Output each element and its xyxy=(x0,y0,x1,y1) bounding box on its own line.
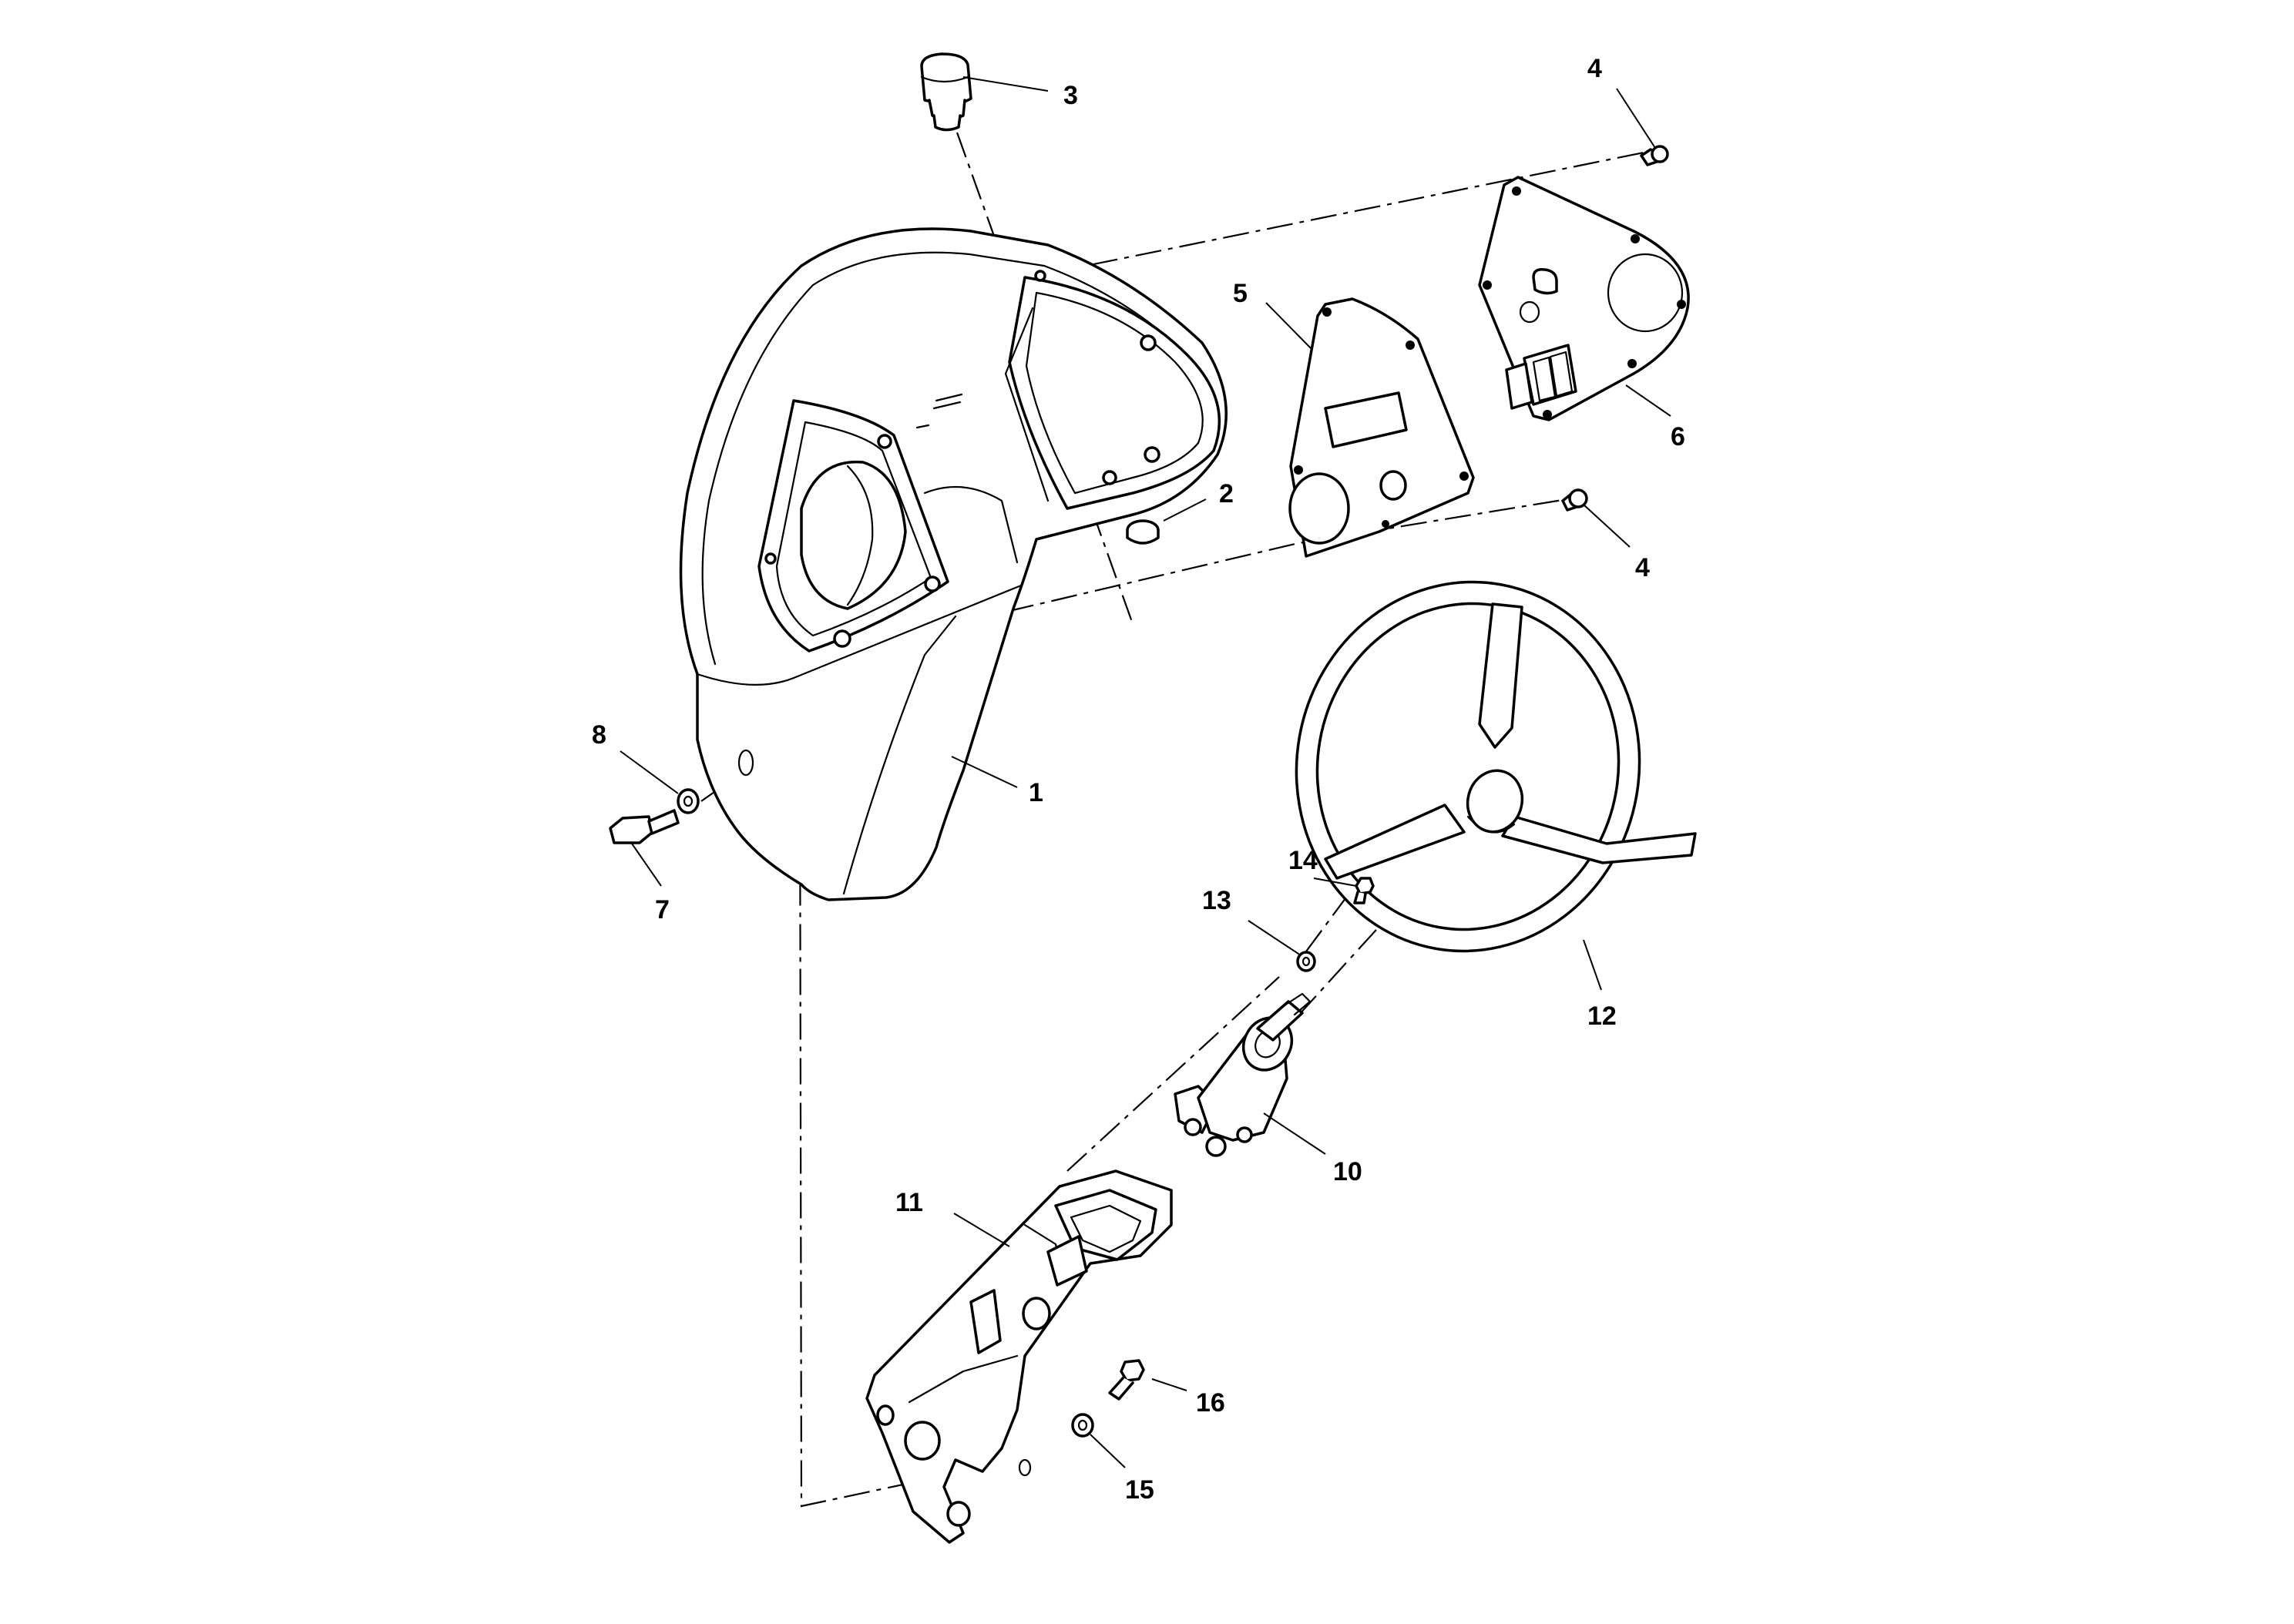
gauge-plate-part-5 xyxy=(1288,297,1475,558)
callout-1: 1 xyxy=(1029,778,1043,807)
washer-part-8 xyxy=(677,788,700,814)
callout-5: 5 xyxy=(1233,279,1248,308)
callout-3: 3 xyxy=(1063,81,1078,110)
callout-6: 6 xyxy=(1671,422,1685,451)
callout-4-top: 4 xyxy=(1587,54,1602,83)
knob-part-3 xyxy=(920,52,972,132)
grommet-part-2 xyxy=(1126,519,1160,545)
bolt-part-16 xyxy=(1108,1359,1145,1401)
callout-8: 8 xyxy=(592,720,606,750)
column-bracket-part-11 xyxy=(865,1169,1173,1544)
callout-7: 7 xyxy=(655,895,670,924)
screw-part-4-top xyxy=(1640,145,1669,166)
switch-panel-part-6 xyxy=(1478,176,1690,421)
callout-labels: 3 4 5 6 2 4 1 8 7 14 13 12 10 11 16 15 xyxy=(592,54,1685,1505)
washer-part-13 xyxy=(1296,951,1316,972)
steering-wheel-part-12 xyxy=(1295,580,1697,953)
steering-column-part-10 xyxy=(1174,992,1312,1157)
callout-16: 16 xyxy=(1196,1388,1225,1418)
callout-11: 11 xyxy=(895,1188,923,1217)
bolt-part-7 xyxy=(609,809,680,844)
callout-10: 10 xyxy=(1333,1157,1362,1186)
dashboard-console-housing xyxy=(679,227,1228,901)
screw-part-4-lower xyxy=(1561,488,1588,512)
leader-lines xyxy=(620,76,1671,1468)
callout-13: 13 xyxy=(1202,886,1231,915)
callout-15: 15 xyxy=(1125,1475,1154,1505)
callout-14: 14 xyxy=(1288,846,1318,875)
callout-12: 12 xyxy=(1587,1002,1617,1031)
callout-2: 2 xyxy=(1219,479,1234,508)
callout-4-lower: 4 xyxy=(1635,553,1650,582)
washer-part-15 xyxy=(1071,1413,1094,1438)
bolt-part-14 xyxy=(1353,877,1375,904)
